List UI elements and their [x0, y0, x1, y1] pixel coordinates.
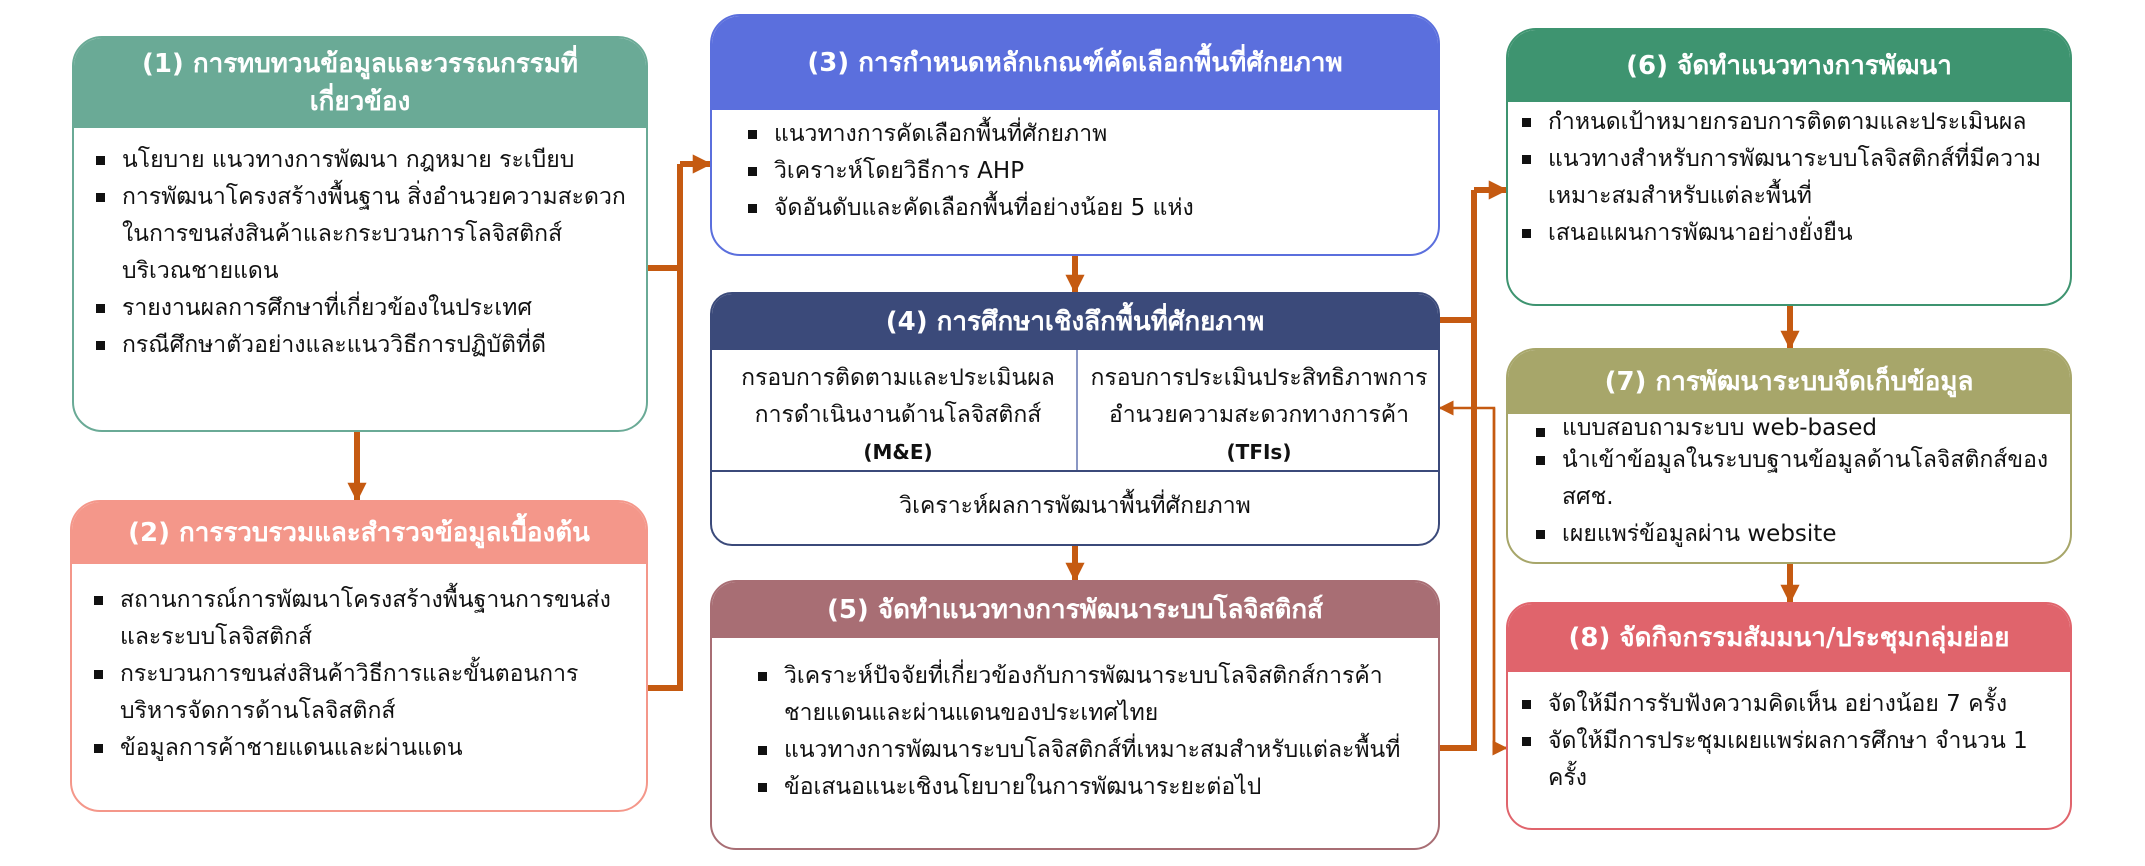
step-4-me-cell: กรอบการติดตามและประเมินผลการดำเนินงานด้า…	[728, 360, 1068, 471]
tfi-abbr: (TFIs)	[1226, 440, 1292, 464]
step-4-inner-frame	[712, 350, 1438, 472]
step-1-list: นโยบาย แนวทางการพัฒนา กฎหมาย ระเบียบ การ…	[74, 128, 646, 364]
step-8-box: (8) จัดกิจกรรมสัมมนา/ประชุมกลุ่มย่อย จัด…	[1506, 602, 2072, 830]
list-item: เสนอแผนการพัฒนาอย่างยั่งยืน	[1522, 215, 2050, 252]
step-1-box: (1) การทบทวนข้อมูลและวรรณกรรมที่เกี่ยวข้…	[72, 36, 648, 432]
step-8-title: (8) จัดกิจกรรมสัมมนา/ประชุมกลุ่มย่อย	[1508, 604, 2070, 672]
list-item: แนวทางการคัดเลือกพื้นที่ศักยภาพ	[748, 116, 1418, 153]
bracket-4-5-to-6	[1440, 317, 1477, 751]
list-item: แนวทางการพัฒนาระบบโลจิสติกส์ที่เหมาะสมสำ…	[758, 732, 1418, 769]
bracket-1-2-to-3	[648, 265, 683, 691]
step-7-box: (7) การพัฒนาระบบจัดเก็บข้อมูล แบบสอบถามร…	[1506, 348, 2072, 564]
list-item: จัดให้มีการประชุมเผยแพร่ผลการศึกษา จำนวน…	[1522, 723, 2050, 797]
list-item: นโยบาย แนวทางการพัฒนา กฎหมาย ระเบียบ	[96, 142, 626, 179]
list-item: กำหนดเป้าหมายกรอบการติดตามและประเมินผล	[1522, 104, 2050, 141]
step-4-title: (4) การศึกษาเชิงลึกพื้นที่ศักยภาพ	[712, 294, 1438, 350]
step-6-list: กำหนดเป้าหมายกรอบการติดตามและประเมินผล แ…	[1508, 102, 2070, 252]
step-2-list: สถานการณ์การพัฒนาโครงสร้างพื้นฐานการขนส่…	[72, 564, 646, 767]
feedback-8-to-4	[1438, 400, 1506, 750]
step-5-list: วิเคราะห์ปัจจัยที่เกี่ยวข้องกับการพัฒนาร…	[712, 638, 1438, 806]
list-item: กรณีศึกษาตัวอย่างและแนววิธีการปฏิบัติที่…	[96, 327, 626, 364]
list-item: การพัฒนาโครงสร้างพื้นฐาน สิ่งอำนวยความสะ…	[96, 179, 626, 290]
step-8-list: จัดให้มีการรับฟังความคิดเห็น อย่างน้อย 7…	[1508, 672, 2070, 797]
tfi-framework-text: กรอบการประเมินประสิทธิภาพการอำนวยความสะด…	[1090, 365, 1428, 428]
step-4-box: (4) การศึกษาเชิงลึกพื้นที่ศักยภาพ กรอบกา…	[710, 292, 1440, 546]
list-item: สถานการณ์การพัฒนาโครงสร้างพื้นฐานการขนส่…	[94, 582, 626, 656]
step-5-title: (5) จัดทำแนวทางการพัฒนาระบบโลจิสติกส์	[712, 582, 1438, 638]
list-item: จัดอันดับและคัดเลือกพื้นที่อย่างน้อย 5 แ…	[748, 190, 1418, 227]
step-5-box: (5) จัดทำแนวทางการพัฒนาระบบโลจิสติกส์ วิ…	[710, 580, 1440, 850]
step-2-box: (2) การรวบรวมและสำรวจข้อมูลเบื้องต้น สถา…	[70, 500, 648, 812]
feedback-4-to-8	[1492, 408, 1508, 756]
step-3-title: (3) การกำหนดหลักเกณฑ์คัดเลือกพื้นที่ศักย…	[712, 16, 1438, 110]
list-item: นำเข้าข้อมูลในระบบฐานข้อมูลด้านโลจิสติกส…	[1536, 442, 2050, 516]
list-item: เผยแพร่ข้อมูลผ่าน website	[1536, 516, 2050, 553]
step-2-title: (2) การรวบรวมและสำรวจข้อมูลเบื้องต้น	[72, 502, 646, 564]
step-4-divider	[1076, 350, 1078, 470]
list-item: รายงานผลการศึกษาที่เกี่ยวข้องในประเทศ	[96, 290, 626, 327]
step-7-title: (7) การพัฒนาระบบจัดเก็บข้อมูล	[1508, 350, 2070, 414]
step-1-title: (1) การทบทวนข้อมูลและวรรณกรรมที่เกี่ยวข้…	[74, 38, 646, 128]
list-item: วิเคราะห์โดยวิธีการ AHP	[748, 153, 1418, 190]
list-item: วิเคราะห์ปัจจัยที่เกี่ยวข้องกับการพัฒนาร…	[758, 658, 1418, 732]
list-item: แนวทางสำหรับการพัฒนาระบบโลจิสติกส์ที่มีค…	[1522, 141, 2050, 215]
list-item: แบบสอบถามระบบ web-based	[1536, 414, 2050, 442]
list-item: ข้อมูลการค้าชายแดนและผ่านแดน	[94, 730, 626, 767]
step-3-list: แนวทางการคัดเลือกพื้นที่ศักยภาพ วิเคราะห…	[712, 110, 1438, 227]
step-4-tfi-cell: กรอบการประเมินประสิทธิภาพการอำนวยความสะด…	[1084, 360, 1434, 471]
step-7-list: แบบสอบถามระบบ web-based นำเข้าข้อมูลในระ…	[1508, 414, 2070, 553]
step-6-title: (6) จัดทำแนวทางการพัฒนา	[1508, 30, 2070, 102]
me-framework-text: กรอบการติดตามและประเมินผลการดำเนินงานด้า…	[741, 365, 1055, 428]
me-abbr: (M&E)	[863, 440, 933, 464]
step-4-analysis-text: วิเคราะห์ผลการพัฒนาพื้นที่ศักยภาพ	[899, 493, 1251, 519]
step-6-box: (6) จัดทำแนวทางการพัฒนา กำหนดเป้าหมายกรอ…	[1506, 28, 2072, 306]
step-3-box: (3) การกำหนดหลักเกณฑ์คัดเลือกพื้นที่ศักย…	[710, 14, 1440, 256]
list-item: จัดให้มีการรับฟังความคิดเห็น อย่างน้อย 7…	[1522, 686, 2050, 723]
list-item: ข้อเสนอแนะเชิงนโยบายในการพัฒนาระยะต่อไป	[758, 769, 1418, 806]
list-item: กระบวนการขนส่งสินค้าวิธีการและขั้นตอนการ…	[94, 656, 626, 730]
